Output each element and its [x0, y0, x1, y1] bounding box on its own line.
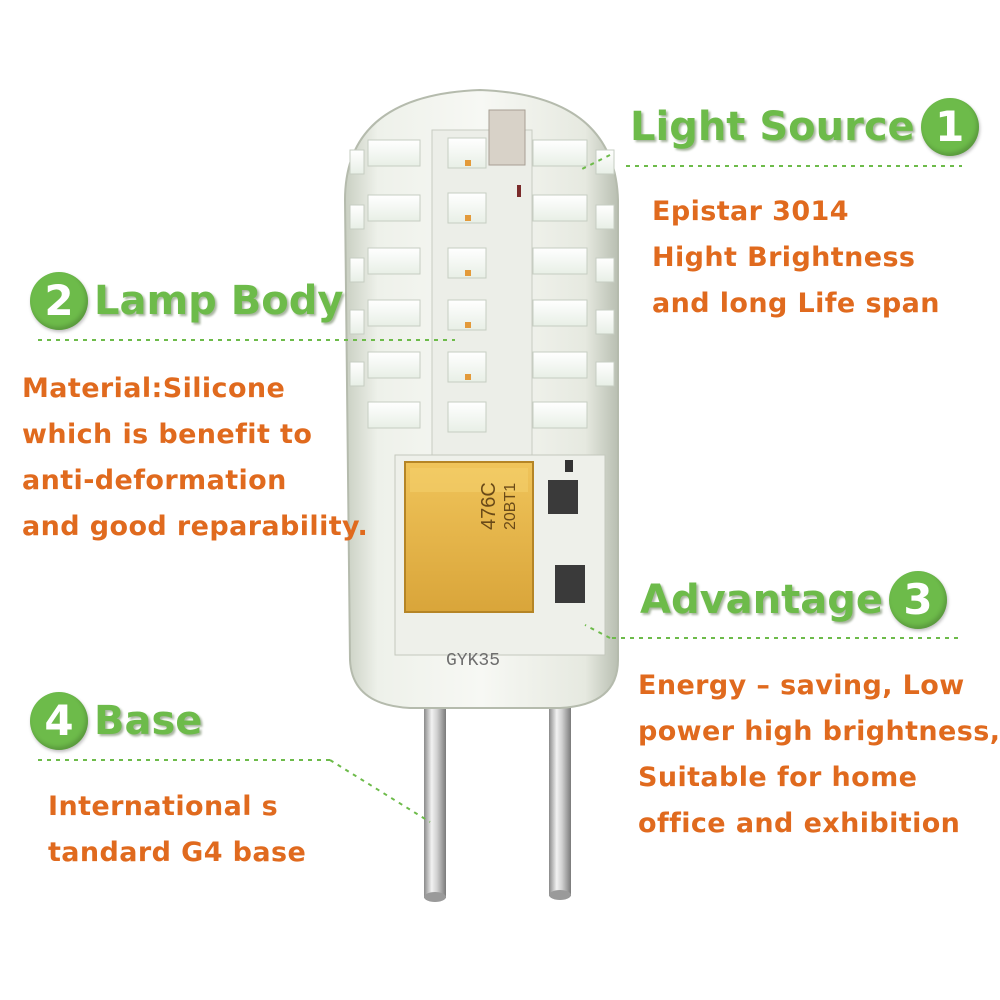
- light-source-title: Light Source: [630, 104, 915, 150]
- number-2-badge: 2: [30, 272, 88, 330]
- lamp-body-line: which is benefit to: [22, 419, 313, 450]
- capacitor-marking-2: 20BT1: [502, 483, 519, 530]
- light-source-line: and long Life span: [652, 288, 940, 319]
- advantage-heading: Advantage 3: [640, 571, 948, 629]
- number-3-badge: 3: [889, 571, 948, 629]
- number-1-badge: 1: [920, 98, 979, 156]
- base-title: Base: [94, 698, 203, 744]
- lamp-body-line: Material:Silicone: [22, 373, 286, 404]
- base-heading: 4 Base: [30, 692, 202, 750]
- base-line: International s: [48, 791, 279, 822]
- lamp-body-heading: 2 Lamp Body: [30, 272, 343, 330]
- board-marking: GYK35: [446, 651, 500, 671]
- base-description: International s tandard G4 base: [48, 784, 306, 876]
- advantage-title: Advantage: [640, 577, 884, 623]
- advantage-line: Suitable for home: [638, 762, 918, 793]
- advantage-description: Energy – saving, Low power high brightne…: [638, 663, 1000, 847]
- lamp-body-description: Material:Silicone which is benefit to an…: [22, 366, 368, 550]
- lamp-body-title: Lamp Body: [94, 278, 344, 324]
- right-pin: [549, 680, 571, 896]
- lamp-body-line: and good reparability.: [22, 511, 369, 542]
- light-source-line: Hight Brightness: [652, 242, 916, 273]
- number-4-badge: 4: [30, 692, 88, 750]
- light-source-description: Epistar 3014 Hight Brightness and long L…: [652, 189, 940, 327]
- left-pin: [424, 680, 446, 898]
- advantage-line: power high brightness,: [638, 716, 1000, 747]
- light-source-line: Epistar 3014: [652, 196, 849, 227]
- light-source-heading: Light Source 1: [630, 98, 979, 156]
- advantage-line: office and exhibition: [638, 808, 961, 839]
- lamp-body-line: anti-deformation: [22, 465, 287, 496]
- capacitor-marking-1: 476C: [478, 482, 500, 530]
- base-line: tandard G4 base: [48, 837, 307, 868]
- advantage-line: Energy – saving, Low: [638, 670, 965, 701]
